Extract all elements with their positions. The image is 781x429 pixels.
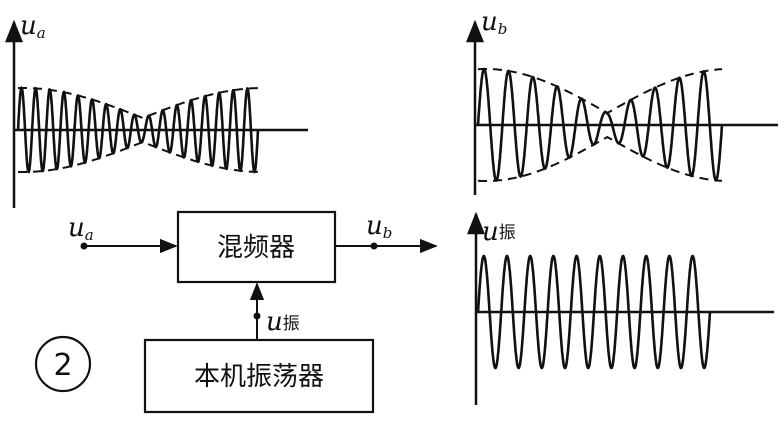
input-label: ua [68,213,94,244]
ub-envelope-lower [477,135,723,182]
mixer-box [176,210,337,284]
oscillator-label: 本机振荡器 [194,362,324,392]
ub-axis-label: ub [481,7,507,38]
uzhen-axis-label: u振 [482,217,516,247]
ub-modulated-wave [476,67,724,182]
panel-uzhen: u振 [467,211,774,405]
ub-envelope-upper [477,68,723,115]
figure-number: 2 [53,348,72,383]
block-diagram: ua 混频器 ub u振 本机振荡器 2 [34,210,438,414]
panel-ub: ub [466,7,778,195]
oscillator-box [143,338,375,414]
ua-modulated-wave [16,85,260,174]
ua-axis-label: ua [20,11,46,42]
oscillator-node [253,312,261,320]
uzhen-carrier-wave [476,254,712,370]
output-node [370,242,378,250]
oscillator-signal-label: u振 [266,307,300,337]
mixer-label: 混频器 [217,233,295,263]
ua-envelope-upper [17,87,258,120]
figure-number-circle [34,335,92,393]
output-label: ub [366,211,392,242]
panel-ua: ua [4,11,308,208]
ua-envelope-lower [17,140,258,173]
